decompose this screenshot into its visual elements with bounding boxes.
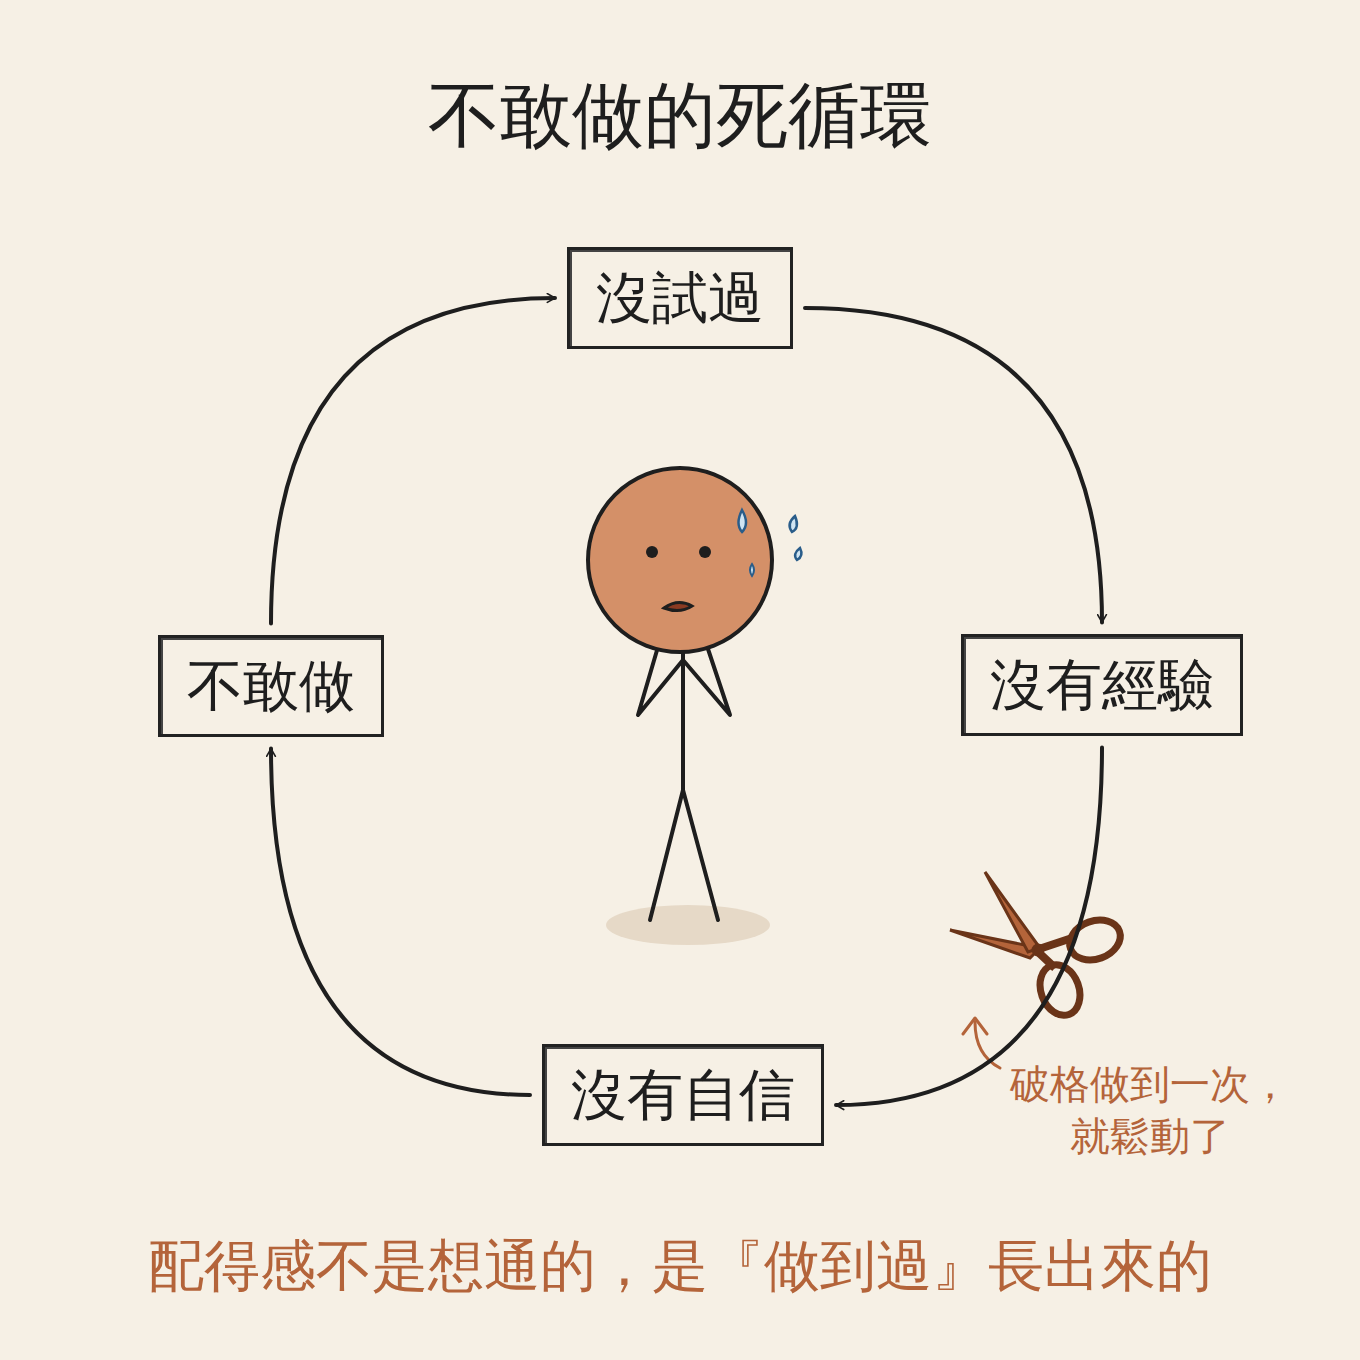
head (588, 468, 772, 652)
box-text: 沒有經驗 (990, 651, 1214, 718)
leader-arrowhead (963, 1018, 987, 1034)
mouth (664, 602, 692, 610)
process-box: 沒有經驗 (961, 634, 1243, 735)
shadow (606, 905, 770, 945)
note-label: 破格做到一次， 就鬆動了 (1000, 1058, 1300, 1162)
stick-figure (638, 640, 730, 920)
cycle-arrow (805, 308, 1102, 622)
process-box: 沒有自信 (542, 1044, 824, 1145)
sweat-drop (739, 510, 747, 532)
process-box: 沒試過 (567, 247, 793, 348)
caption: 配得感不是想通的，是『做到過』長出來的 (0, 1232, 1360, 1299)
cycle-arrow (836, 748, 1102, 1106)
title: 不敢做的死循環 (0, 72, 1360, 158)
cycle-arrow (271, 298, 555, 623)
eye (646, 546, 658, 558)
scissors (950, 872, 1126, 1021)
sweat-drop (795, 548, 801, 560)
sweat-drop (790, 516, 797, 532)
box-text: 不敢做 (187, 652, 355, 719)
cycle-arrow (271, 749, 530, 1095)
box-text: 沒有自信 (571, 1061, 795, 1128)
box-text: 沒試過 (596, 264, 764, 331)
process-box: 不敢做 (158, 635, 384, 736)
sweat-drop (750, 564, 754, 576)
eye (699, 546, 711, 558)
